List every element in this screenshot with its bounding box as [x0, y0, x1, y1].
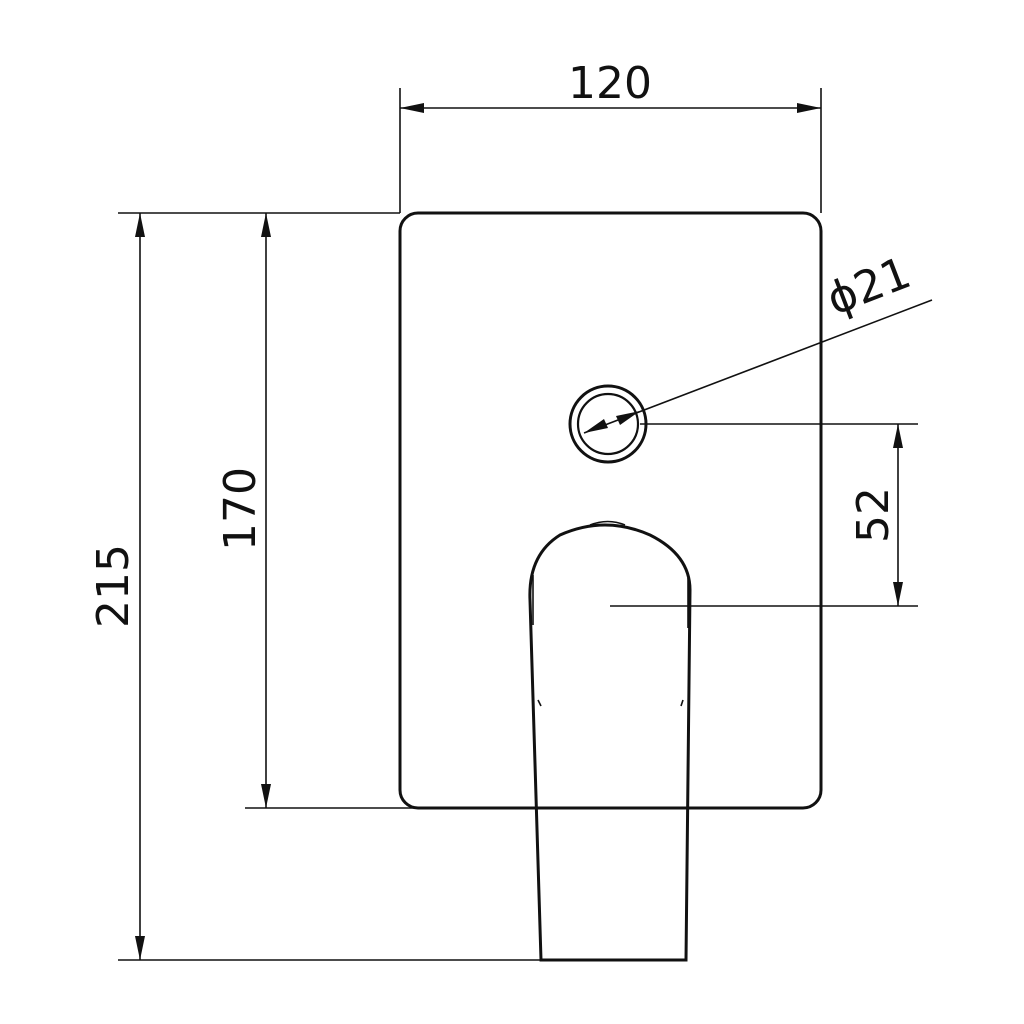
plate-height-dimension: 170 — [215, 213, 415, 809]
cover-plate — [398, 211, 823, 810]
total-height-dimension: 215 — [88, 212, 541, 961]
plate-height-label: 170 — [215, 467, 266, 551]
width-label: 120 — [568, 58, 652, 109]
total-height-label: 215 — [88, 544, 139, 628]
spacing-label: 52 — [848, 487, 899, 543]
diameter-label: ϕ21 — [820, 247, 918, 325]
diameter-dimension: ϕ21 — [583, 247, 933, 434]
width-dimension: 120 — [399, 58, 822, 213]
spacing-dimension: 52 — [610, 423, 918, 607]
mixer-lever — [528, 520, 692, 962]
